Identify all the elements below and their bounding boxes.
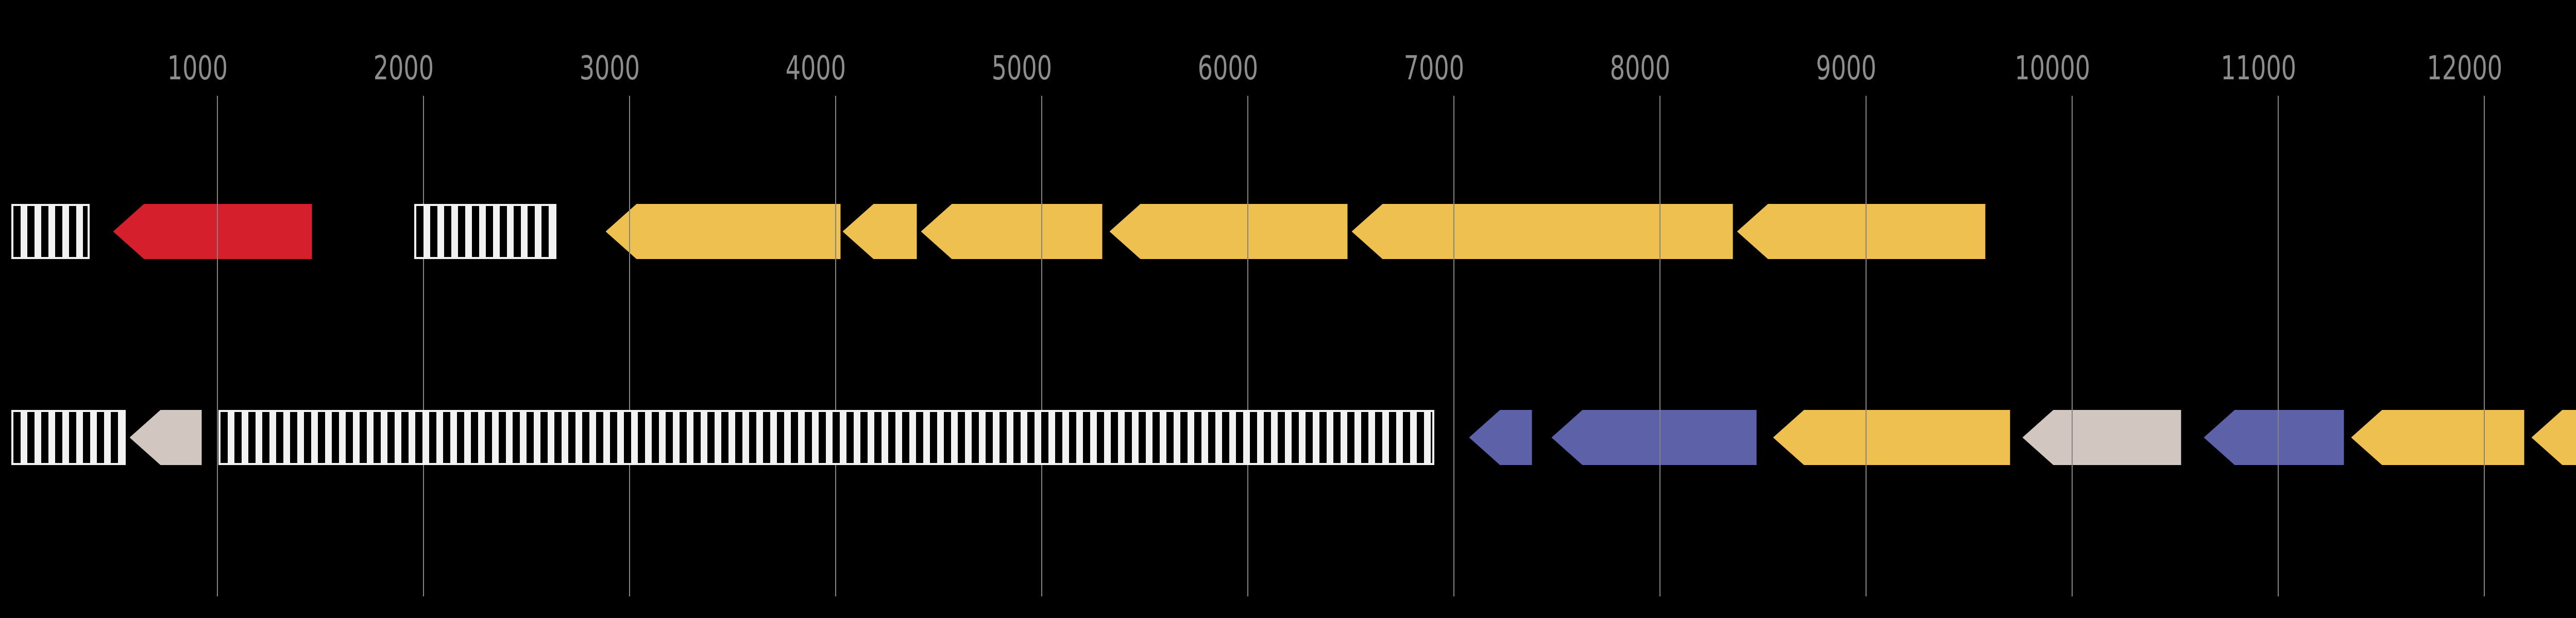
ruler-tick-label-text: 10000 xyxy=(2014,49,2090,88)
ruler-gridline xyxy=(216,96,218,596)
gene-arrow-tan[interactable] xyxy=(129,410,202,465)
ruler-tick-label-text: 2000 xyxy=(373,49,434,88)
ruler-tick-label-text: 3000 xyxy=(579,49,640,88)
ruler-gridline xyxy=(1659,96,1660,596)
ruler-tick-label: 10000 xyxy=(1986,50,2120,87)
ruler-gridline xyxy=(2277,96,2279,596)
gene-arrow-tan[interactable] xyxy=(2022,410,2181,465)
ruler-gridline xyxy=(2483,96,2485,596)
ruler-tick-label: 11000 xyxy=(2192,50,2326,87)
ruler-tick-label: 2000 xyxy=(337,50,471,87)
ruler-tick-label-text: 4000 xyxy=(785,49,846,88)
striped-gene-box[interactable] xyxy=(414,204,556,259)
gene-arrow-gold[interactable] xyxy=(1737,204,1986,259)
ruler-tick-label: 7000 xyxy=(1367,50,1501,87)
ruler-gridline xyxy=(2071,96,2073,596)
ruler-tick-label-text: 8000 xyxy=(1609,49,1671,88)
ruler-tick-label: 6000 xyxy=(1161,50,1295,87)
ruler-gridline xyxy=(1865,96,1867,596)
gene-arrow-gold[interactable] xyxy=(1773,410,2010,465)
gene-arrow-gold[interactable] xyxy=(2531,410,2576,465)
striped-gene-box[interactable] xyxy=(11,410,126,465)
ruler-tick-label: 4000 xyxy=(749,50,883,87)
ruler-tick-label: 9000 xyxy=(1780,50,1913,87)
ruler-gridline xyxy=(629,96,630,596)
ruler-tick-label-text: 12000 xyxy=(2427,49,2502,88)
gene-arrow-red[interactable] xyxy=(113,204,312,259)
ruler-gridline xyxy=(1247,96,1248,596)
gene-arrow-gold[interactable] xyxy=(1109,204,1348,259)
striped-gene-box[interactable] xyxy=(11,204,90,259)
ruler-tick-label-text: 7000 xyxy=(1403,49,1465,88)
gene-arrow-gold[interactable] xyxy=(605,204,841,259)
ruler-tick-label: 8000 xyxy=(1573,50,1707,87)
gene-arrow-blue[interactable] xyxy=(1551,410,1757,465)
ruler-gridline xyxy=(835,96,836,596)
ruler-tick-label-text: 11000 xyxy=(2221,49,2296,88)
gene-arrow-gold[interactable] xyxy=(842,204,917,259)
ruler-tick-label: 12000 xyxy=(2398,50,2532,87)
gene-arrow-gold[interactable] xyxy=(2351,410,2524,465)
ruler-tick-label-text: 9000 xyxy=(1816,49,1877,88)
ruler-gridline xyxy=(1041,96,1042,596)
ruler-tick-label-text: 5000 xyxy=(991,49,1053,88)
gene-arrow-gold[interactable] xyxy=(1351,204,1733,259)
ruler-gridline xyxy=(422,96,424,596)
ruler-tick-label: 5000 xyxy=(955,50,1089,87)
ruler-tick-label: 1000 xyxy=(131,50,265,87)
gene-arrow-gold[interactable] xyxy=(921,204,1103,259)
ruler-gridline xyxy=(1453,96,1454,596)
striped-gene-box[interactable] xyxy=(218,410,1434,465)
gene-arrow-blue[interactable] xyxy=(2204,410,2344,465)
ruler-tick-label-text: 6000 xyxy=(1197,49,1259,88)
ruler-tick-label: 3000 xyxy=(543,50,677,87)
ruler-tick-label-text: 1000 xyxy=(167,49,228,88)
gene-arrow-blue[interactable] xyxy=(1469,410,1532,465)
